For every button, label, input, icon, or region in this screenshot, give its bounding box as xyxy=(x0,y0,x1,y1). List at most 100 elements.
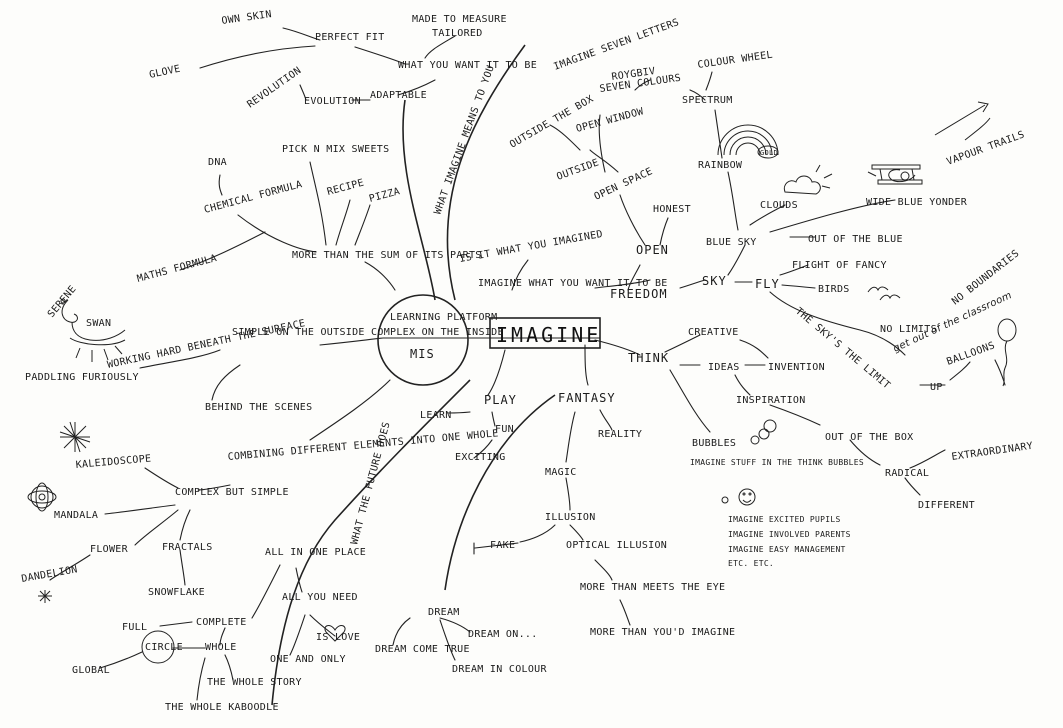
creative-label: CREATIVE xyxy=(688,327,739,338)
different-label: DIFFERENT xyxy=(918,500,975,511)
imagine-means-label: WHAT IMAGINE MEANS TO YOU xyxy=(432,64,496,216)
labels: LEARNING PLATFORM MIS IMAGINE OWN SKIN P… xyxy=(21,9,1034,713)
rainbow-label: RAINBOW xyxy=(698,160,743,171)
learning-label: LEARNING PLATFORM xyxy=(390,312,497,323)
balloon-sketch xyxy=(997,318,1017,387)
exciting-label: EXCITING xyxy=(455,452,506,463)
freedom-label: FREEDOM xyxy=(610,287,668,301)
fake-label: FAKE xyxy=(490,540,515,551)
reality-label: REALITY xyxy=(598,429,642,440)
mandala-sketch xyxy=(27,482,57,512)
no-limits-label: NO LIMITS xyxy=(880,324,937,335)
glove-label: GLOVE xyxy=(148,64,181,81)
recipe-label: RECIPE xyxy=(326,177,365,197)
swan-label: SWAN xyxy=(86,318,111,329)
dandelion-sketch xyxy=(38,590,52,603)
imagine-title: IMAGINE xyxy=(496,323,601,347)
rainbow-sketch xyxy=(717,124,779,159)
flower-label: FLOWER xyxy=(90,544,129,555)
one-and-only-label: ONE AND ONLY xyxy=(270,654,346,665)
play-label: PLAY xyxy=(484,393,517,407)
maths-formula-label: MATHS FORMULA xyxy=(136,253,218,285)
magic-label: MAGIC xyxy=(545,467,577,478)
skys-limit-label: THE SKY'S THE LIMIT xyxy=(793,306,892,392)
more-than-sum-label: MORE THAN THE SUM OF ITS PARTS xyxy=(292,250,482,261)
made-to-measure-label: MADE TO MEASURE xyxy=(412,14,507,25)
out-of-blue-label: OUT OF THE BLUE xyxy=(808,234,903,245)
outside-label: OUTSIDE xyxy=(555,157,600,182)
bubbles-sketch xyxy=(750,419,777,445)
honest-label: HONEST xyxy=(653,204,691,215)
think-label: THINK xyxy=(628,351,669,365)
whole-label: WHOLE xyxy=(205,642,237,653)
heart-icon xyxy=(324,625,346,642)
optical-label: OPTICAL ILLUSION xyxy=(566,540,667,551)
colour-wheel-label: COLOUR WHEEL xyxy=(697,50,774,71)
adaptable-label: ADAPTABLE xyxy=(370,90,427,101)
blue-sky-label: BLUE SKY xyxy=(706,237,757,248)
ideas-label: IDEAS xyxy=(708,362,740,373)
complex-simple-label: COMPLEX BUT SIMPLE xyxy=(175,487,289,498)
evolution-label: EVOLUTION xyxy=(304,96,361,107)
full-label: FULL xyxy=(122,622,147,633)
central-circle xyxy=(377,294,469,386)
clouds-label: CLOUDS xyxy=(760,200,798,211)
imagine-stuff-label: IMAGINE STUFF IN THE THINK BUBBLES xyxy=(690,458,864,467)
up-label: UP xyxy=(930,382,943,393)
what-you-want-label: WHAT YOU WANT IT TO BE xyxy=(398,60,537,71)
sky-label: SKY xyxy=(702,274,727,288)
dna-label: DNA xyxy=(208,157,227,168)
extraordinary-label: EXTRAORDINARY xyxy=(951,441,1034,463)
etc-label: ETC. ETC. xyxy=(728,559,774,568)
complete-label: COMPLETE xyxy=(196,617,247,628)
wide-blue-label: WIDE BLUE YONDER xyxy=(866,197,968,208)
fly-label: FLY xyxy=(755,277,780,291)
tailored-label: TAILORED xyxy=(432,28,483,39)
behind-scenes-label: BEHIND THE SCENES xyxy=(205,402,312,413)
fun-label: FUN xyxy=(495,424,514,435)
more-imagine-label: MORE THAN YOU'D IMAGINE xyxy=(590,627,735,638)
snowflake-label: SNOWFLAKE xyxy=(148,587,205,598)
connector-lines xyxy=(49,27,1006,706)
pizza-label: PIZZA xyxy=(368,186,401,205)
circle-label: CIRCLE xyxy=(145,642,183,653)
vapour-trails-label: VAPOUR TRAILS xyxy=(945,129,1026,167)
invention-label: INVENTION xyxy=(768,362,825,373)
more-eye-label: MORE THAN MEETS THE EYE xyxy=(580,582,725,593)
all-you-need-label: ALL YOU NEED xyxy=(282,592,358,603)
dream-colour-label: DREAM IN COLOUR xyxy=(452,664,547,675)
excited-label: IMAGINE EXCITED PUPILS xyxy=(728,515,841,524)
dream-on-label: DREAM ON... xyxy=(468,629,538,640)
pick-n-mix-label: PICK N MIX SWEETS xyxy=(282,144,389,155)
kaleidoscope-sketch xyxy=(59,421,91,453)
whole-kaboodle-label: THE WHOLE KABOODLE xyxy=(165,702,279,713)
dream-label: DREAM xyxy=(428,607,460,618)
biplane-sketch xyxy=(867,164,923,185)
own-skin-label: OWN SKIN xyxy=(221,9,273,27)
revolution-label: REVOLUTION xyxy=(245,65,303,110)
imagine-what-label: IMAGINE WHAT YOU WANT IT TO BE xyxy=(478,278,668,289)
learn-label: LEARN xyxy=(420,410,452,421)
birds-label: BIRDS xyxy=(818,284,850,295)
imagine-box xyxy=(489,317,601,349)
involved-label: IMAGINE INVOLVED PARENTS xyxy=(728,530,851,539)
is-love-label: IS LOVE xyxy=(316,632,360,643)
global-label: GLOBAL xyxy=(72,665,110,676)
is-it-label: IS IT WHAT YOU IMAGINED xyxy=(459,229,604,265)
flight-label: FLIGHT OF FANCY xyxy=(792,260,887,271)
gold-label: GOLD xyxy=(760,149,778,157)
open-space-label: OPEN SPACE xyxy=(593,166,655,203)
spectrum-label: SPECTRUM xyxy=(682,95,733,106)
all-in-one-label: ALL IN ONE PLACE xyxy=(265,547,366,558)
out-box-label: OUT OF THE BOX xyxy=(825,432,914,443)
open-label: OPEN xyxy=(636,243,669,257)
illusion-label: ILLUSION xyxy=(545,512,596,523)
kaleidoscope-label: KALEIDOSCOPE xyxy=(75,453,152,471)
paddling-label: PADDLING FURIOUSLY xyxy=(25,372,139,383)
fantasy-label: FANTASY xyxy=(558,391,616,405)
mis-label: MIS xyxy=(410,347,435,361)
dandelion-label: DANDELION xyxy=(21,564,79,585)
mandala-label: MANDALA xyxy=(54,510,98,521)
whole-story-label: THE WHOLE STORY xyxy=(207,677,302,688)
